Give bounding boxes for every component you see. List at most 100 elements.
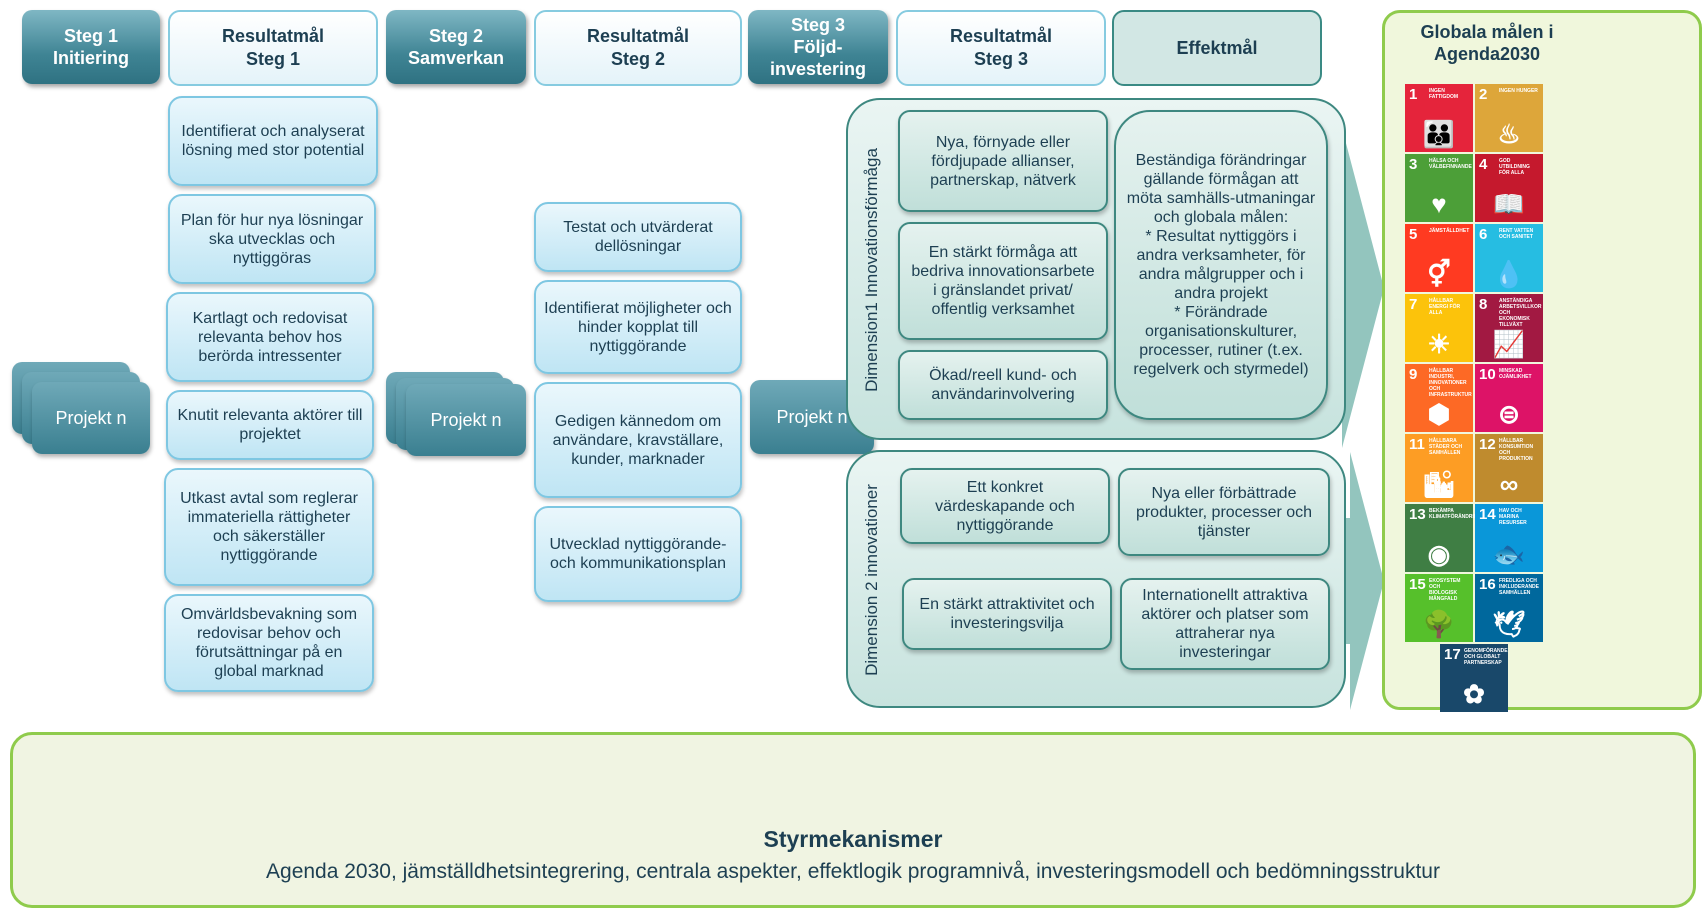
fish-icon: 🐟 bbox=[1492, 539, 1526, 569]
result-steg2-item: Utvecklad nyttiggörande- och kommunikati… bbox=[534, 506, 742, 602]
header-steg1: Steg 1 Initiering bbox=[22, 10, 160, 84]
sdg-tile-2: 2 INGEN HUNGER ♨ bbox=[1475, 84, 1543, 152]
sdg-number: 2 bbox=[1479, 86, 1488, 103]
styrmekanismer-title: Styrmekanismer bbox=[763, 826, 943, 852]
result-steg2-item: Identifierat möjligheter och hinder kopp… bbox=[534, 280, 742, 374]
sdg-number: 7 bbox=[1409, 296, 1418, 313]
sdg-number: 9 bbox=[1409, 366, 1418, 383]
sdg-title: GENOMFÖRANDE OCH GLOBALT PARTNERSKAP bbox=[1464, 648, 1508, 666]
sdg-tile-4: 4 GOD UTBILDNING FÖR ALLA 📖 bbox=[1475, 154, 1543, 222]
flower-icon: ✿ bbox=[1463, 679, 1485, 709]
header-effektmal: Effektmål bbox=[1112, 10, 1322, 86]
sdg-tile-8: 8 ANSTÄNDIGA ARBETSVILLKOR OCH EKONOMISK … bbox=[1475, 294, 1543, 362]
sdg-number: 1 bbox=[1409, 86, 1418, 103]
dimension1-label: Dimension1 Innovationsförmåga bbox=[862, 148, 881, 392]
header-steg2: Steg 2 Samverkan bbox=[386, 10, 526, 84]
sdg-number: 5 bbox=[1409, 226, 1418, 243]
equal-icon: ⊜ bbox=[1498, 399, 1520, 429]
sdg-number: 15 bbox=[1409, 576, 1426, 593]
sdg-title: INGEN FATTIGDOM bbox=[1429, 88, 1459, 100]
arrow-to-globala-malen bbox=[1336, 452, 1384, 710]
sdg-number: 10 bbox=[1479, 366, 1496, 383]
sdg-number: 17 bbox=[1444, 646, 1461, 663]
sdg-number: 11 bbox=[1409, 436, 1425, 453]
sdg-title: HÅLLBARA STÄDER OCH SAMHÄLLEN bbox=[1429, 438, 1463, 456]
sdg-title: ANSTÄNDIGA ARBETSVILLKOR OCH EKONOMISK T… bbox=[1499, 298, 1542, 328]
result-steg2-item: Gedigen kännedom om användare, kravställ… bbox=[534, 382, 742, 498]
sdg-number: 12 bbox=[1479, 436, 1496, 453]
project-card-steg2: Projekt n bbox=[406, 384, 526, 456]
sdg-tile-6: 6 RENT VATTEN OCH SANITET 💧 bbox=[1475, 224, 1543, 292]
header-resultatmal-steg3: Resultatmål Steg 3 bbox=[896, 10, 1106, 86]
sdg-number: 3 bbox=[1409, 156, 1418, 173]
dove-icon: 🕊 bbox=[1492, 609, 1526, 639]
dimension1-result: En stärkt förmåga att bedriva innovation… bbox=[898, 222, 1108, 340]
header-resultatmal-steg2: Resultatmål Steg 2 bbox=[534, 10, 742, 86]
dimension2-result: Ett konkret värdeskapande och nyttiggöra… bbox=[900, 468, 1110, 544]
header-resultatmal-steg1: Resultatmål Steg 1 bbox=[168, 10, 378, 86]
cubes-icon: ⬢ bbox=[1427, 399, 1451, 429]
sdg-number: 6 bbox=[1479, 226, 1488, 243]
sdg-tile-3: 3 HÄLSA OCH VÄLBEFINNANDE ♥ bbox=[1405, 154, 1473, 222]
result-steg2-item: Testat och utvärderat dellösningar bbox=[534, 202, 742, 272]
project-card-steg1: Projekt n bbox=[32, 382, 150, 454]
dimension1-effect: Beständiga förändringar gällande förmåga… bbox=[1114, 110, 1328, 420]
sdg-title: RENT VATTEN OCH SANITET bbox=[1499, 228, 1534, 240]
growth-chart-icon: 📈 bbox=[1492, 329, 1526, 359]
dimension2-label-area: Dimension 2 innovationer bbox=[852, 460, 892, 700]
sdg-number: 13 bbox=[1409, 506, 1426, 523]
sdg-title: MINSKAD OJÄMLIKHET bbox=[1499, 368, 1532, 380]
dimension2-result: En stärkt attraktivitet och investerings… bbox=[902, 578, 1112, 650]
sdg-title: GOD UTBILDNING FÖR ALLA bbox=[1499, 158, 1530, 176]
city-icon: 🏙 bbox=[1422, 469, 1456, 499]
result-steg1-item: Plan för hur nya lösningar ska utvecklas… bbox=[168, 194, 376, 284]
result-steg1-item: Omvärldsbevakning som redovisar behov oc… bbox=[164, 594, 374, 692]
family-icon: 👪 bbox=[1422, 119, 1456, 149]
sdg-title: HÅLLBAR INDUSTRI, INNOVATIONER OCH INFRA… bbox=[1429, 368, 1472, 398]
gender-icon: ⚥ bbox=[1427, 259, 1451, 289]
result-steg1-item: Utkast avtal som reglerar immateriella r… bbox=[164, 468, 374, 586]
sdg-tile-9: 9 HÅLLBAR INDUSTRI, INNOVATIONER OCH INFR… bbox=[1405, 364, 1473, 432]
sdg-title: HÅLLBAR ENERGI FÖR ALLA bbox=[1429, 298, 1461, 316]
book-icon: 📖 bbox=[1492, 189, 1526, 219]
tree-icon: 🌳 bbox=[1422, 609, 1456, 639]
sdg-number: 8 bbox=[1479, 296, 1488, 313]
styrmekanismer-panel bbox=[10, 732, 1696, 908]
sdg-tile-5: 5 JÄMSTÄLLDHET ⚥ bbox=[1405, 224, 1473, 292]
sdg-number: 16 bbox=[1479, 576, 1496, 593]
result-steg1-item: Kartlagt och redovisat relevanta behov h… bbox=[166, 292, 374, 382]
dimension1-label-area: Dimension1 Innovationsförmåga bbox=[852, 106, 892, 434]
sdg-title: JÄMSTÄLLDHET bbox=[1429, 228, 1470, 234]
sdg-title: HÅLLBAR KONSUMTION OCH PRODUKTION bbox=[1499, 438, 1534, 462]
sdg-number: 4 bbox=[1479, 156, 1488, 173]
eye-globe-icon: ◉ bbox=[1427, 539, 1451, 569]
dimension2-effect: Nya eller förbättrade produkter, process… bbox=[1118, 468, 1330, 556]
water-drop-icon: 💧 bbox=[1492, 259, 1526, 289]
sdg-tile-1: 1 INGEN FATTIGDOM 👪 bbox=[1405, 84, 1473, 152]
infinity-icon: ∞ bbox=[1499, 469, 1519, 499]
heartbeat-icon: ♥ bbox=[1431, 189, 1447, 219]
result-steg1-item: Knutit relevanta aktörer till projektet bbox=[166, 390, 374, 460]
sdg-title: FREDLIGA OCH INKLUDERANDE SAMHÄLLEN bbox=[1499, 578, 1539, 596]
globala-malen-title: Globala målen i Agenda2030 bbox=[1420, 22, 1554, 64]
sdg-title: BEKÄMPA KLIMATFÖRÄNDRINGEN bbox=[1429, 508, 1489, 520]
dimension2-label: Dimension 2 innovationer bbox=[862, 484, 881, 676]
styrmekanismer-text: Agenda 2030, jämställdhetsintegrering, c… bbox=[266, 860, 1440, 883]
sdg-title: INGEN HUNGER bbox=[1499, 88, 1538, 94]
sdg-tile-7: 7 HÅLLBAR ENERGI FÖR ALLA ☀ bbox=[1405, 294, 1473, 362]
result-steg1-item: Identifierat och analyserat lösning med … bbox=[168, 96, 378, 186]
dimension2-effect: Internationellt attraktiva aktörer och p… bbox=[1120, 578, 1330, 670]
sdg-number: 14 bbox=[1479, 506, 1496, 523]
dimension1-result: Ökad/reell kund- och användarinvolvering bbox=[898, 350, 1108, 420]
header-steg3: Steg 3 Följd- investering bbox=[748, 10, 888, 84]
sun-icon: ☀ bbox=[1427, 329, 1451, 359]
sdg-title: HÄLSA OCH VÄLBEFINNANDE bbox=[1429, 158, 1472, 170]
bowl-icon: ♨ bbox=[1497, 119, 1521, 149]
